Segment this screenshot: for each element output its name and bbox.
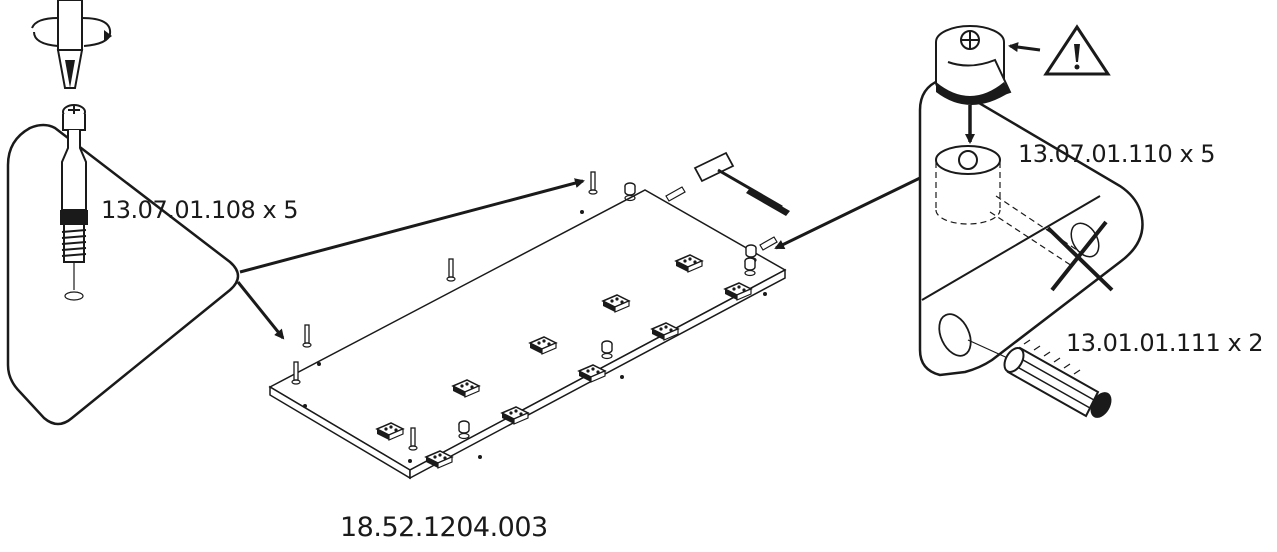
warning-triangle-icon <box>1043 24 1111 76</box>
cam-lock-callout <box>918 25 1144 377</box>
cam-lock-icon <box>935 25 1012 105</box>
dowel-part-label: 13.01.01.111 x 2 <box>1066 329 1264 357</box>
hammer-icon <box>693 151 790 216</box>
bolt-callout-bubble <box>6 123 240 426</box>
arrow-to-cam-lock <box>1008 42 1041 53</box>
bolt-pin-icon <box>302 324 312 348</box>
bolt-part-label: 13.07.01.108 x 5 <box>101 196 299 224</box>
cam-lock-part-label: 13.07.01.110 x 5 <box>1018 140 1216 168</box>
arrow-to-panel-right <box>774 176 921 250</box>
screwdriver-icon <box>31 0 112 89</box>
bolt-pin-icon <box>588 171 598 195</box>
bolt-pin-icon <box>446 258 456 282</box>
screw-bolt-icon <box>60 104 88 301</box>
cam-hole-icon <box>935 145 1100 267</box>
wooden-dowel-icon <box>1003 339 1112 418</box>
arrow-to-panel-left <box>236 281 285 340</box>
panel-part-code: 18.52.1204.003 <box>340 512 548 543</box>
cross-mark-icon <box>1046 220 1114 292</box>
panel <box>268 171 787 480</box>
bolt-callout <box>6 0 240 426</box>
arrow-to-panel-top <box>239 178 585 274</box>
